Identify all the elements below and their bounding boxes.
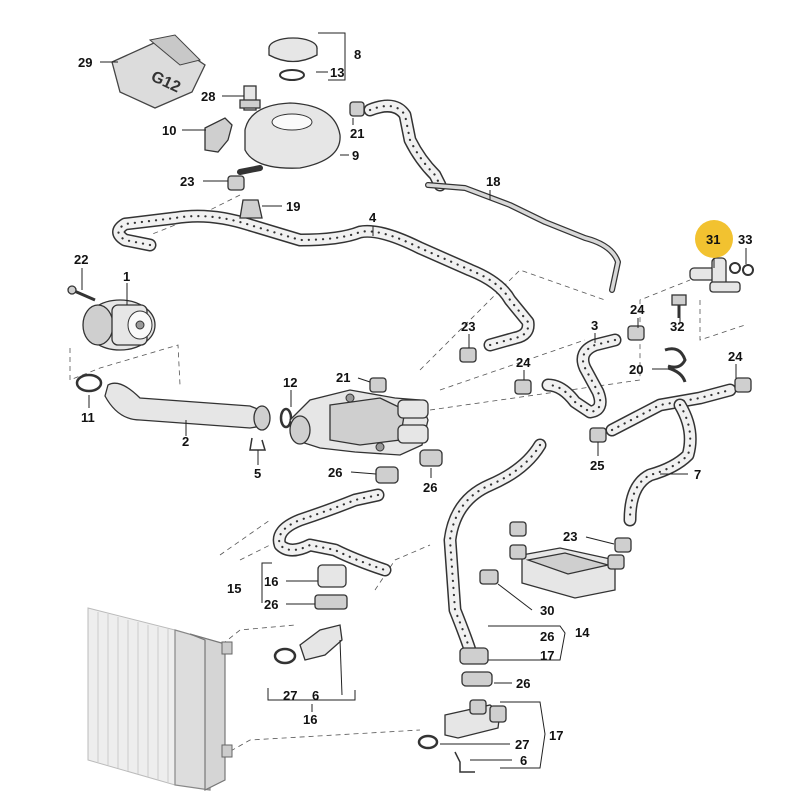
hose-14 <box>443 438 547 657</box>
callout-29: 29 <box>78 55 92 70</box>
radiator <box>87 607 233 791</box>
callout-33: 33 <box>738 232 752 247</box>
reservoir-9 <box>237 102 341 175</box>
connector-lower-16 <box>314 564 348 610</box>
callout-12: 12 <box>283 375 297 390</box>
callout-14: 14 <box>575 625 590 640</box>
callout-26b: 26 <box>423 480 437 495</box>
clip-6b <box>454 751 475 773</box>
seal-27a <box>273 647 297 665</box>
connector-31 <box>689 257 741 293</box>
hose-3 <box>541 333 622 419</box>
callout-21a: 21 <box>350 126 364 141</box>
leader-lines <box>81 32 747 769</box>
seal-12 <box>279 407 293 429</box>
coolant-pump-1 <box>82 299 156 351</box>
hose-clamps <box>227 101 752 585</box>
sensor-28 <box>239 85 261 111</box>
callout-28: 28 <box>201 89 215 104</box>
hose-4 <box>112 209 535 352</box>
callout-24b: 24 <box>516 355 531 370</box>
callout-16a: 16 <box>264 574 278 589</box>
callout-4: 4 <box>369 210 377 225</box>
o-ring-33a <box>729 262 741 274</box>
seal-27b <box>417 734 439 750</box>
o-ring-33b <box>742 264 754 276</box>
t-piece-17 <box>444 699 507 739</box>
callout-20: 20 <box>629 362 643 377</box>
reservoir-cap-8 <box>268 37 318 63</box>
callout-30: 30 <box>540 603 554 618</box>
callout-17a: 17 <box>540 648 554 663</box>
callout-27a: 27 <box>283 688 297 703</box>
bracket-10 <box>204 117 233 153</box>
callout-25: 25 <box>590 458 604 473</box>
callout-26e: 26 <box>516 676 530 691</box>
seal-11 <box>75 373 103 393</box>
callout-2: 2 <box>182 434 189 449</box>
callout-11: 11 <box>81 410 95 425</box>
callout-16b: 16 <box>303 712 317 727</box>
callout-3: 3 <box>591 318 598 333</box>
seal-13 <box>279 69 305 81</box>
bolt-22 <box>67 285 96 302</box>
clip-5 <box>249 437 267 451</box>
callout-10: 10 <box>162 123 176 138</box>
coolant-pipe-2 <box>104 382 271 431</box>
callout-21b: 21 <box>336 370 350 385</box>
callout-32: 32 <box>670 319 684 334</box>
callout-23a: 23 <box>180 174 194 189</box>
callout-5: 5 <box>254 466 261 481</box>
callout-23c: 23 <box>563 529 577 544</box>
callout-31-highlight <box>695 220 733 258</box>
callout-23b: 23 <box>461 319 475 334</box>
callout-6a: 6 <box>312 688 319 703</box>
callout-26a: 26 <box>328 465 342 480</box>
elbow-6 <box>299 624 343 661</box>
clip-20 <box>664 347 687 383</box>
thermostat-housing <box>289 389 429 456</box>
callout-8: 8 <box>354 47 361 62</box>
callout-18: 18 <box>486 174 500 189</box>
callout-17b: 17 <box>549 728 563 743</box>
hose-18 <box>363 99 621 293</box>
callout-24c: 24 <box>728 349 743 364</box>
callout-26c: 26 <box>264 597 278 612</box>
callout-7: 7 <box>694 467 701 482</box>
callout-19: 19 <box>286 199 300 214</box>
callout-15: 15 <box>227 581 241 596</box>
bolt-32 <box>671 294 687 318</box>
callout-6b: 6 <box>520 753 527 768</box>
callout-9: 9 <box>352 148 359 163</box>
callout-24a: 24 <box>630 302 645 317</box>
callout-22: 22 <box>74 252 88 267</box>
callout-26d: 26 <box>540 629 554 644</box>
callout-27b: 27 <box>515 737 529 752</box>
oil-cooler <box>509 544 625 599</box>
hose-7 <box>605 383 737 527</box>
callout-labels: 29 8 13 28 10 21 9 23 19 18 4 22 1 31 33… <box>74 47 752 768</box>
callout-1: 1 <box>123 269 130 284</box>
callout-13: 13 <box>330 65 344 80</box>
hose-end-lower <box>459 647 493 687</box>
callout-31: 31 <box>706 232 720 247</box>
panel-29: G12 <box>111 34 206 109</box>
clip-19 <box>239 199 263 219</box>
hose-16 <box>272 488 392 577</box>
